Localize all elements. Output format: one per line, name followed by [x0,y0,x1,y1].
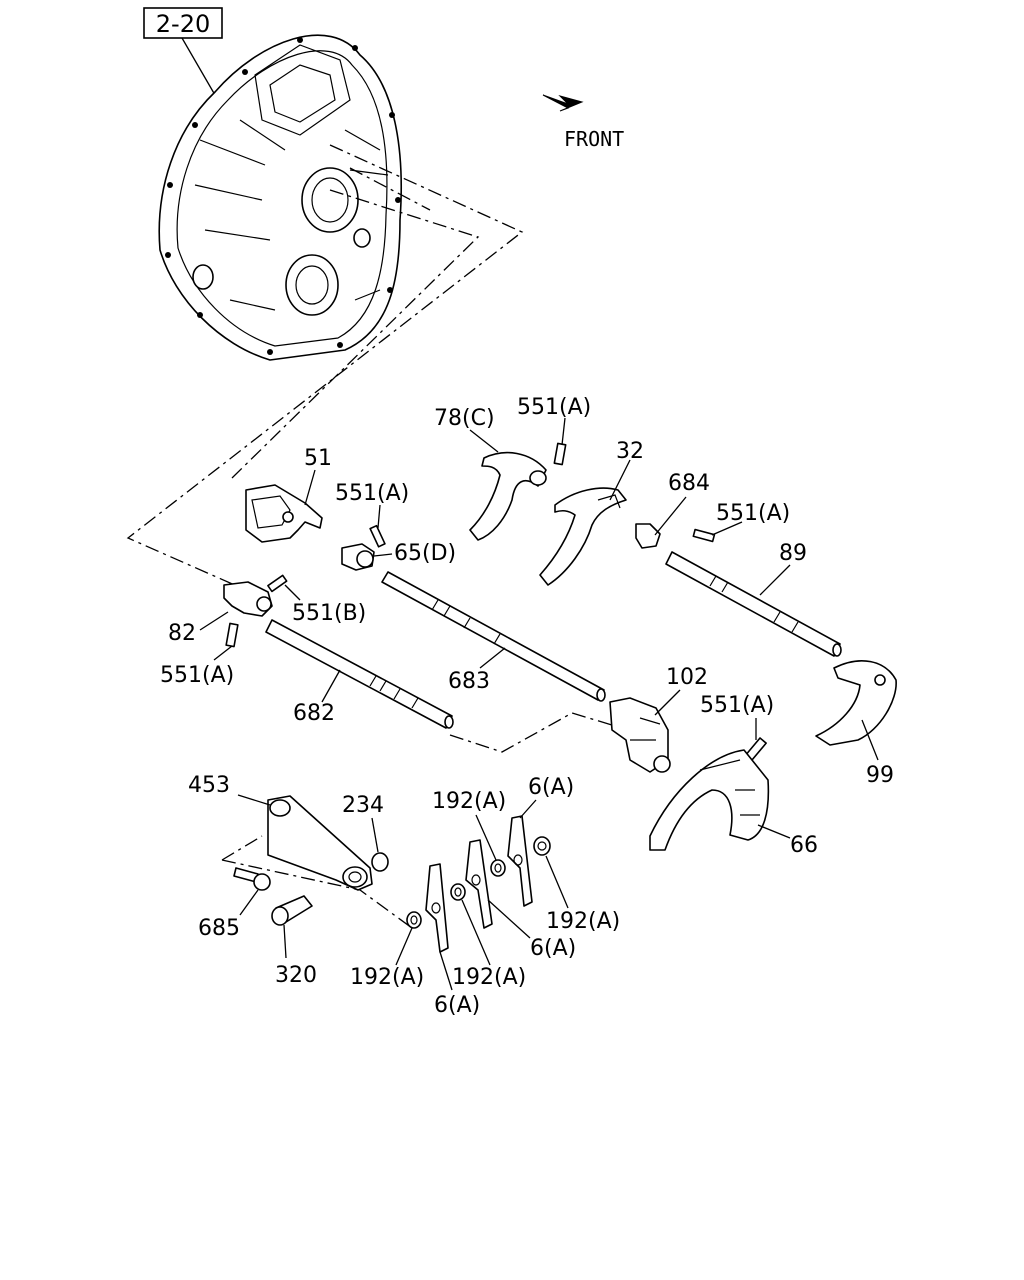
part-82-bracket [223,581,273,617]
part-65d-block [341,543,375,571]
lever-6a-2 [465,839,493,929]
callout-labels: 78(C) 551(A) 32 51 551(A) 684 551(A) 65(… [160,395,894,1018]
part-234-ring [371,852,389,872]
callout-99: 99 [866,763,894,788]
callout-32: 32 [616,439,644,464]
callout-453: 453 [188,773,230,798]
shift-fork-66 [649,749,770,851]
part-51-bracket [245,484,323,543]
part-685-bolt [233,867,271,891]
transmission-case [158,34,402,361]
shift-fork-78c [469,451,547,541]
washer-192a-3 [490,859,506,877]
callout-192a-1: 192(A) [432,789,506,814]
callout-65d: 65(D) [394,541,456,566]
callout-234: 234 [342,793,384,818]
callout-66: 66 [790,833,818,858]
part-453-bracket [267,795,373,891]
callout-551a-top: 551(A) [517,395,591,420]
part-102-block [609,697,671,773]
roll-pin-551a-mid [369,524,386,548]
callout-102: 102 [666,665,708,690]
callout-551a-left: 551(A) [160,663,234,688]
callout-551b: 551(B) [292,601,366,626]
roll-pin-551b [267,574,288,593]
callout-82: 82 [168,621,196,646]
callout-192a-2: 192(A) [546,909,620,934]
callout-551a-lower: 551(A) [700,693,774,718]
callout-685: 685 [198,916,240,941]
shift-fork-99 [815,660,897,746]
reference-box[interactable]: 2-20 [143,7,223,39]
callout-683: 683 [448,669,490,694]
washer-192a-1 [406,911,422,929]
washer-192a-2 [450,883,466,901]
callout-192a-4: 192(A) [452,965,526,990]
front-label: FRONT [564,127,624,151]
reference-box-label: 2-20 [156,10,210,38]
callout-320: 320 [275,963,317,988]
part-320-pin [271,895,313,926]
callout-6a-1: 6(A) [528,775,574,800]
callout-51: 51 [304,446,332,471]
leader-lines [199,417,879,991]
shaft-682 [265,619,454,729]
front-arrow-icon [542,94,584,112]
shaft-683 [381,571,606,702]
callout-551a-right: 551(A) [716,501,790,526]
callout-6a-3: 6(A) [434,993,480,1018]
callout-89: 89 [779,541,807,566]
lever-6a-3 [507,815,533,907]
washer-192a-4 [533,836,551,856]
callout-6a-2: 6(A) [530,936,576,961]
shift-fork-32 [539,487,627,586]
roll-pin-551a-left [225,622,239,648]
callout-682: 682 [293,701,335,726]
roll-pin-551a-right [692,528,716,543]
part-684 [635,523,661,549]
callout-192a-3: 192(A) [350,965,424,990]
roll-pin-551a-top [553,442,567,466]
callout-78c: 78(C) [434,406,495,431]
callout-684: 684 [668,471,710,496]
lever-6a-1 [425,863,449,953]
callout-551a-mid: 551(A) [335,481,409,506]
shaft-89 [665,551,842,657]
